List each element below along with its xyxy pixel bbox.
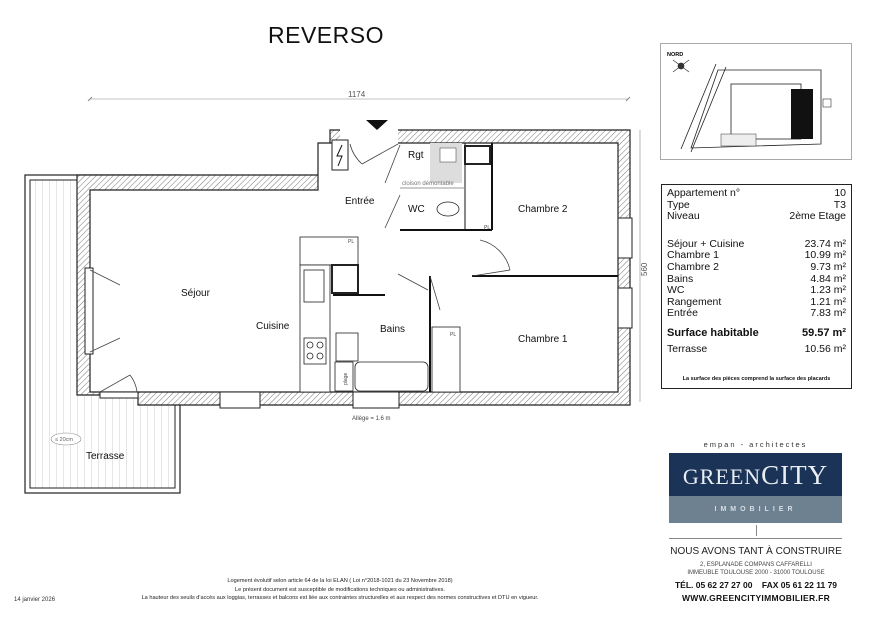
logo-sub: IMMOBILIER: [669, 496, 842, 523]
surface-row: WC 1.23 m²: [662, 285, 851, 297]
pl-label: PL: [484, 225, 490, 231]
phone-fax: TÉL. 05 62 27 27 00 FAX 05 61 22 11 79: [674, 580, 838, 590]
surface-label: WC: [667, 284, 685, 297]
footer-note: La hauteur des seuils d'accès aux loggia…: [141, 595, 539, 602]
surface-value: 23.74 m²: [804, 237, 846, 250]
project-title: REVERSO: [268, 22, 384, 48]
dimension-height-label: 560: [640, 262, 649, 276]
dimension-width-label: 1174: [348, 90, 366, 99]
info-value: 2ème Etage: [789, 210, 846, 223]
surface-value: 1.21 m²: [810, 295, 846, 308]
info-label: Appartement n°: [667, 187, 741, 199]
address-line-2: IMMEUBLE TOULOUSE 2000 - 31000 TOULOUSE: [687, 570, 825, 576]
surface-value: 1.23 m²: [810, 284, 846, 297]
doors[interactable]: [89, 143, 511, 393]
room-label-chambre1: Chambre 1: [518, 334, 568, 345]
entrance-arrow-icon: [366, 120, 388, 130]
divider: [669, 538, 842, 539]
cloison-label: cloison démontable: [402, 181, 454, 187]
surface-label: Bains: [667, 272, 694, 285]
surface-label: Chambre 2: [667, 260, 719, 273]
surface-total-row: Surface habitable 59.57 m²: [662, 326, 851, 340]
terrasse-label: Terrasse: [667, 342, 708, 355]
footer-note: Logement évolutif selon article 64 de la…: [227, 578, 453, 584]
surface-row: Rangement 1.21 m²: [662, 295, 851, 309]
surface-total-label: Surface habitable: [667, 326, 759, 339]
electric-icon: [336, 144, 343, 167]
info-label: Type: [667, 198, 690, 211]
document-date: 14 janvier 2026: [14, 597, 56, 603]
seuil-marker: [50, 432, 82, 446]
greencity-logo: GREENCITY IMMOBILIER: [669, 453, 842, 523]
surface-row: Chambre 2 9.73 m²: [662, 260, 851, 274]
seuil-label: ≤ 20cm: [55, 437, 73, 443]
info-value: 10: [834, 187, 846, 199]
architect-name: empan - architectes: [703, 440, 808, 449]
footer-notes: Logement évolutif selon article 64 de la…: [40, 577, 640, 603]
room-label-rgt: Rgt: [408, 150, 424, 161]
surface-label: Séjour + Cuisine: [667, 237, 745, 250]
logo-green: GREEN: [682, 464, 762, 489]
info-row-appartement: Appartement n° 10: [662, 187, 851, 200]
slogan: NOUS AVONS TANT À CONSTRUIRE: [670, 546, 842, 557]
north-label: NORD: [667, 52, 683, 58]
surface-note: La surface des pièces comprend la surfac…: [682, 376, 831, 383]
surface-value: 9.73 m²: [810, 260, 846, 273]
surface-label: Chambre 1: [667, 249, 719, 262]
info-row-type: Type T3: [662, 198, 851, 212]
surface-total-value: 59.57 m²: [801, 326, 846, 339]
info-row-niveau: Niveau 2ème Etage: [662, 211, 851, 223]
surface-value: 10.99 m²: [804, 249, 846, 262]
floor-plan: 1174 560: [24, 90, 649, 494]
kitchen: [299, 236, 359, 393]
interior-walls: [333, 143, 618, 392]
info-value: T3: [833, 198, 846, 211]
allege-label: Allège = 1.6 m: [352, 416, 391, 422]
electric-panel: [331, 139, 349, 171]
windows: [84, 217, 633, 409]
pl-label: PL: [450, 332, 456, 338]
room-label-terrasse: Terrasse: [86, 451, 125, 462]
address-line-1: 2, ESPLANADE COMPANS CAFFARELLI: [700, 562, 812, 568]
compass-icon: [672, 59, 690, 73]
surface-row: Chambre 1 10.99 m²: [662, 250, 851, 262]
room-label-cuisine: Cuisine: [256, 321, 290, 332]
logo-city: CITY: [761, 460, 829, 490]
surface-row: Entrée 7.83 m²: [662, 308, 851, 320]
room-label-entree: Entrée: [345, 196, 375, 207]
logo-band: GREENCITY: [669, 453, 842, 496]
room-label-chambre2: Chambre 2: [518, 204, 568, 215]
surface-row: Bains 4.84 m²: [662, 272, 851, 286]
site-annex: [720, 133, 757, 147]
surface-label: Rangement: [667, 295, 722, 308]
apartment-info-table: Appartement n° 10 Type T3 Niveau 2ème Etage…: [661, 184, 852, 389]
bathroom-fixtures: [334, 145, 491, 393]
terrasse-row: Terrasse 10.56 m²: [662, 342, 851, 356]
surface-label: Entrée: [667, 307, 698, 320]
info-label: Niveau: [667, 210, 700, 223]
surface-value: 7.83 m²: [810, 307, 846, 320]
dimension-height: 560: [639, 130, 649, 402]
surface-row: Séjour + Cuisine 23.74 m²: [662, 237, 851, 251]
surface-value: 4.84 m²: [810, 272, 846, 285]
room-label-sejour: Séjour: [181, 288, 211, 299]
site-location-map: NORD: [660, 43, 852, 160]
plage-label: plage: [343, 373, 349, 385]
water-heater: [439, 147, 457, 163]
site-annex: [822, 98, 832, 108]
pl-label: PL: [348, 239, 354, 245]
room-label-bains: Bains: [380, 324, 405, 335]
website[interactable]: WWW.GREENCITYIMMOBILIER.FR: [681, 593, 831, 603]
entrance-opening: [340, 128, 398, 144]
room-label-wc: WC: [408, 204, 425, 215]
divider: [756, 525, 757, 536]
highlighted-building: [791, 89, 813, 139]
footer-note: Le présent document est susceptible de m…: [235, 586, 445, 593]
terrasse-value: 10.56 m²: [804, 342, 846, 355]
dimension-width: 1174: [87, 90, 631, 102]
